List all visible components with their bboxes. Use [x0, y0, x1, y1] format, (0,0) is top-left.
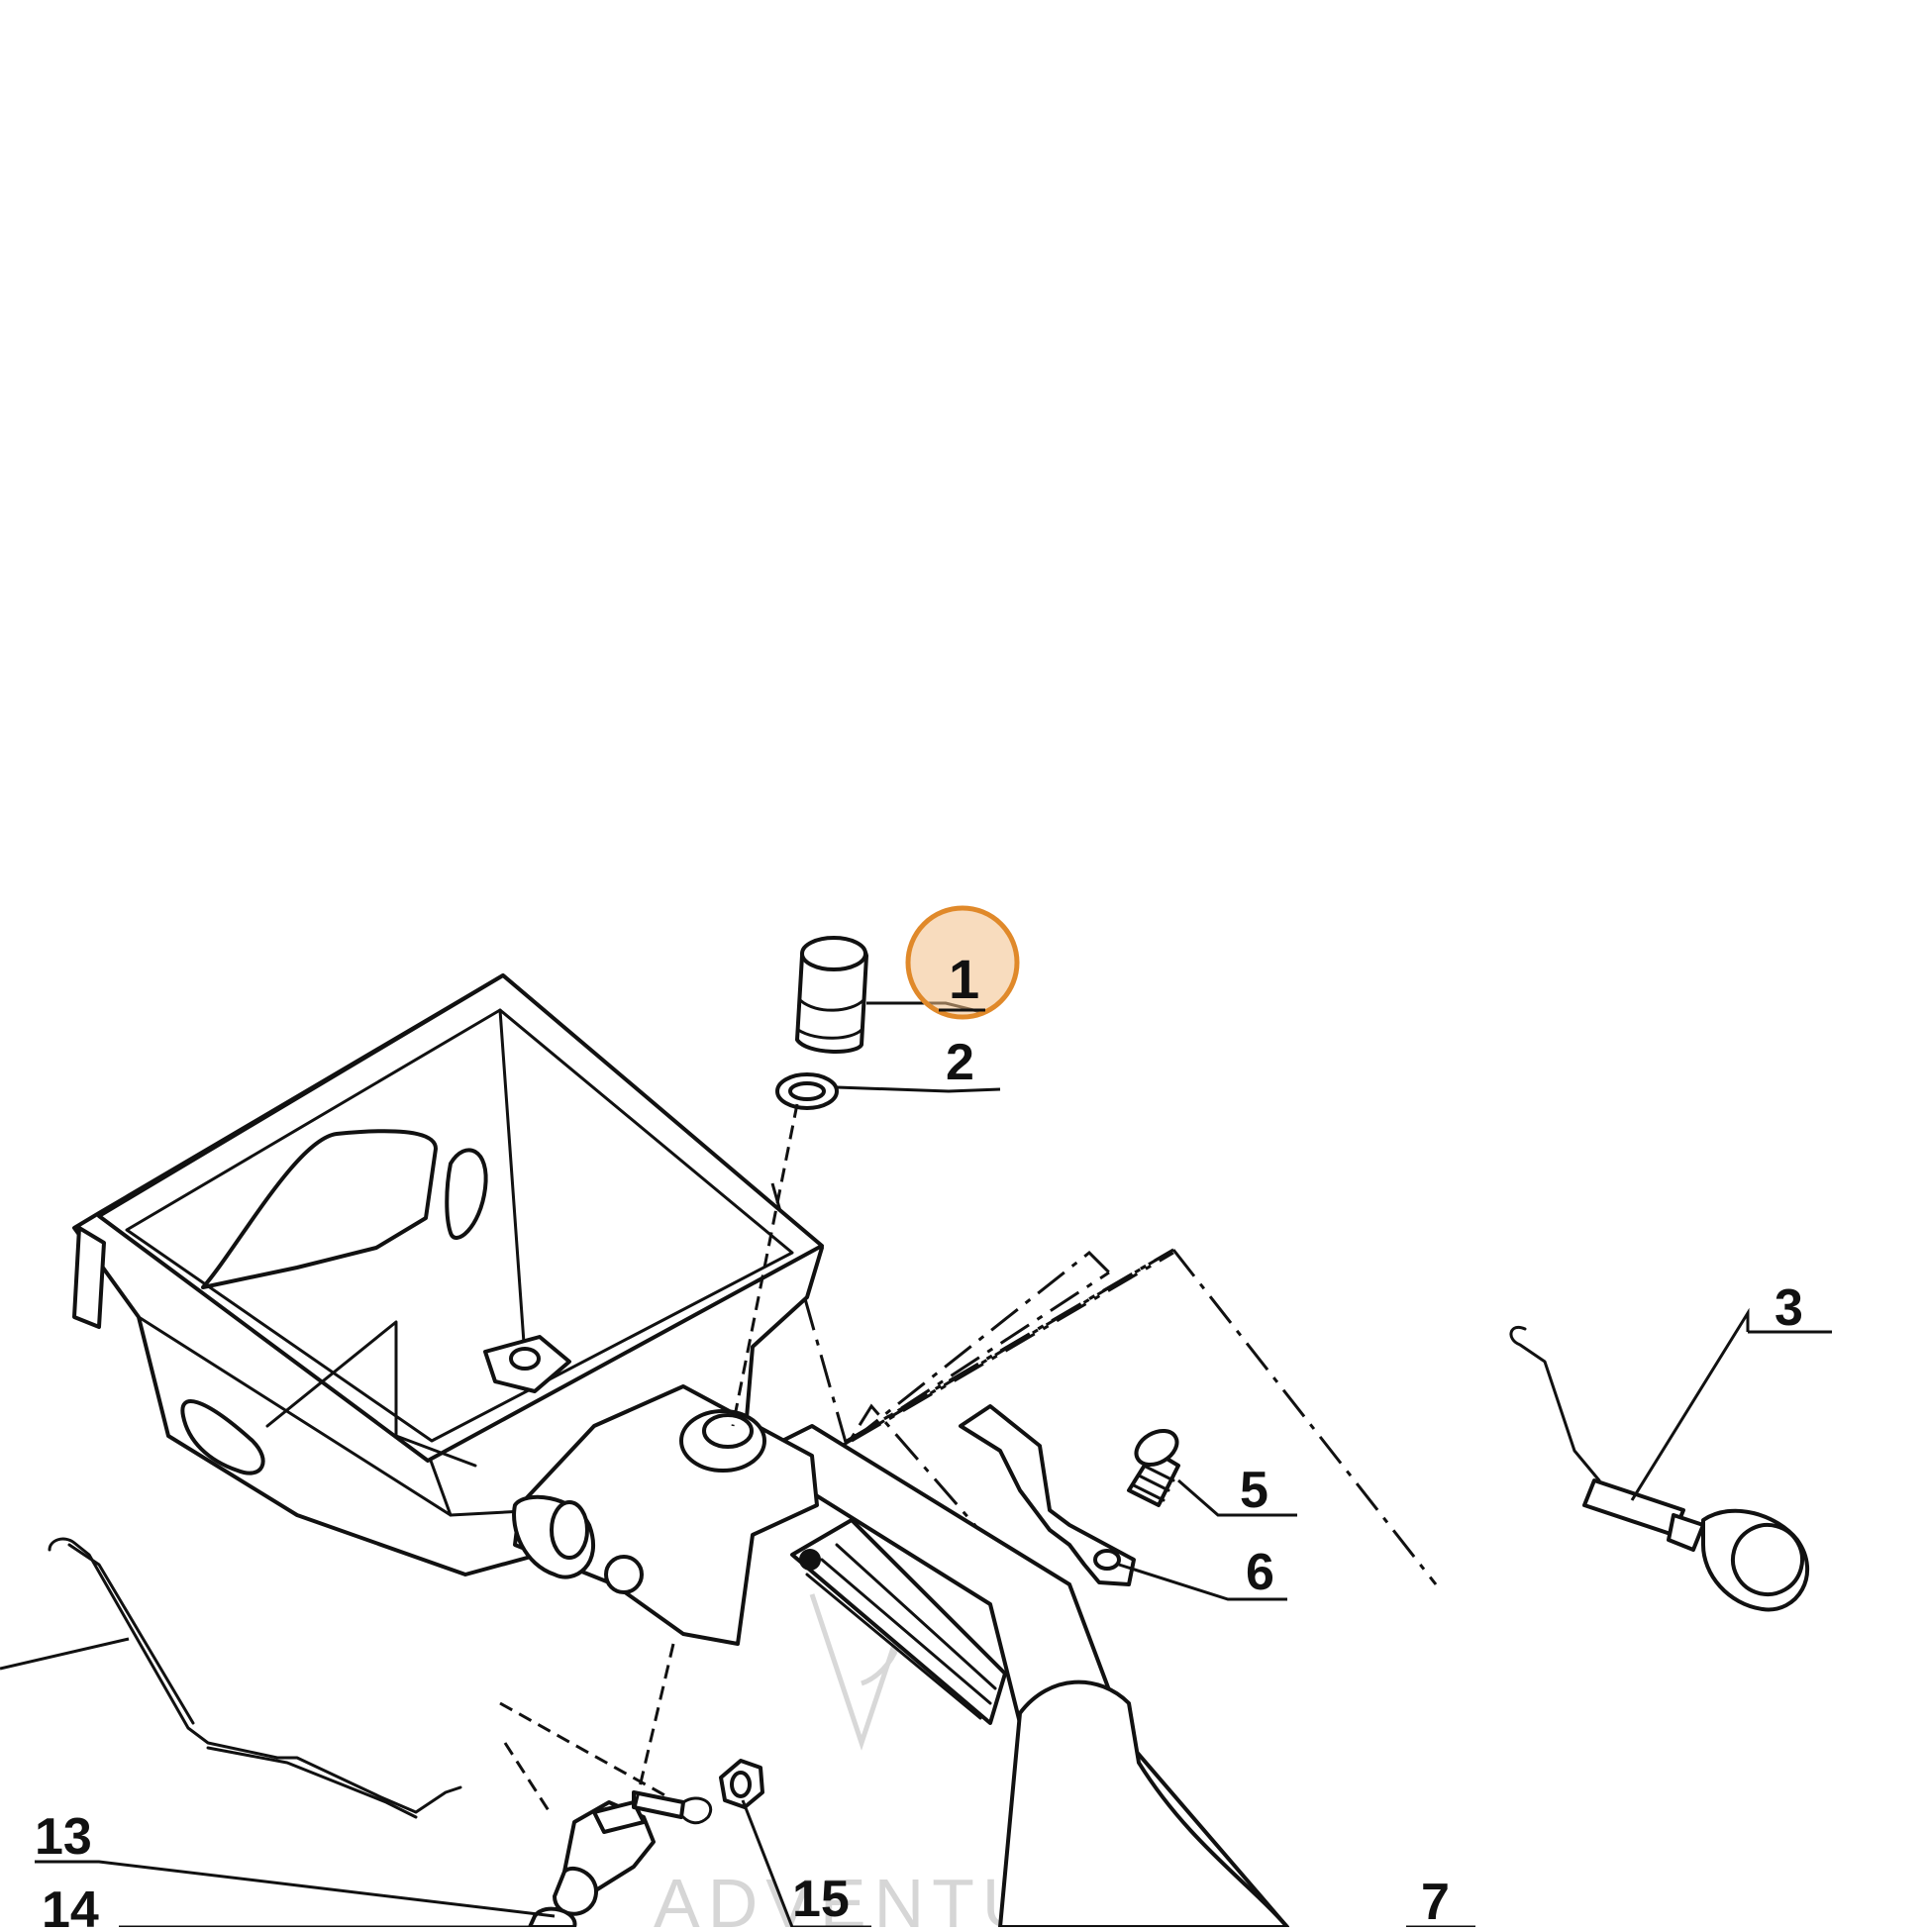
leader-2	[836, 1085, 1001, 1093]
callout-6[interactable]: 6	[1246, 1544, 1274, 1601]
small-pin	[632, 1790, 712, 1825]
part-5-screw	[1127, 1428, 1180, 1507]
frame-top-dash	[846, 1248, 1438, 1585]
frame-body	[998, 1679, 1289, 1929]
callout-13[interactable]: 13	[35, 1808, 92, 1866]
part-2-washer	[775, 1072, 839, 1110]
callout-2[interactable]: 2	[946, 1034, 974, 1091]
callout-5[interactable]: 5	[1240, 1462, 1268, 1519]
callout-1-highlight[interactable]	[905, 905, 1020, 1020]
frame-outline	[770, 1182, 1111, 1635]
alignment-line-cap	[731, 1103, 799, 1427]
callout-15[interactable]: 15	[792, 1871, 850, 1928]
wire-guide	[48, 1537, 462, 1814]
part-1-cap	[795, 936, 868, 1054]
bottom-clip	[528, 1800, 656, 1929]
callout-1[interactable]: 1	[949, 948, 979, 1010]
part-3-switch	[1509, 1325, 1809, 1612]
callout-3[interactable]: 3	[1775, 1279, 1803, 1337]
mounting-boss	[512, 1384, 821, 1646]
leader-frame-left	[0, 1637, 130, 1671]
part-6-bracket	[959, 1404, 1136, 1586]
leader-13	[35, 1860, 556, 1918]
callout-7[interactable]: 7	[1421, 1874, 1450, 1931]
leader-3	[1630, 1307, 1832, 1501]
alignment-line-lower	[499, 1643, 675, 1813]
part-15-nut	[719, 1759, 764, 1809]
leader-6	[1118, 1563, 1287, 1601]
leader-5	[1177, 1478, 1297, 1517]
callout-14[interactable]: 14	[42, 1881, 99, 1932]
